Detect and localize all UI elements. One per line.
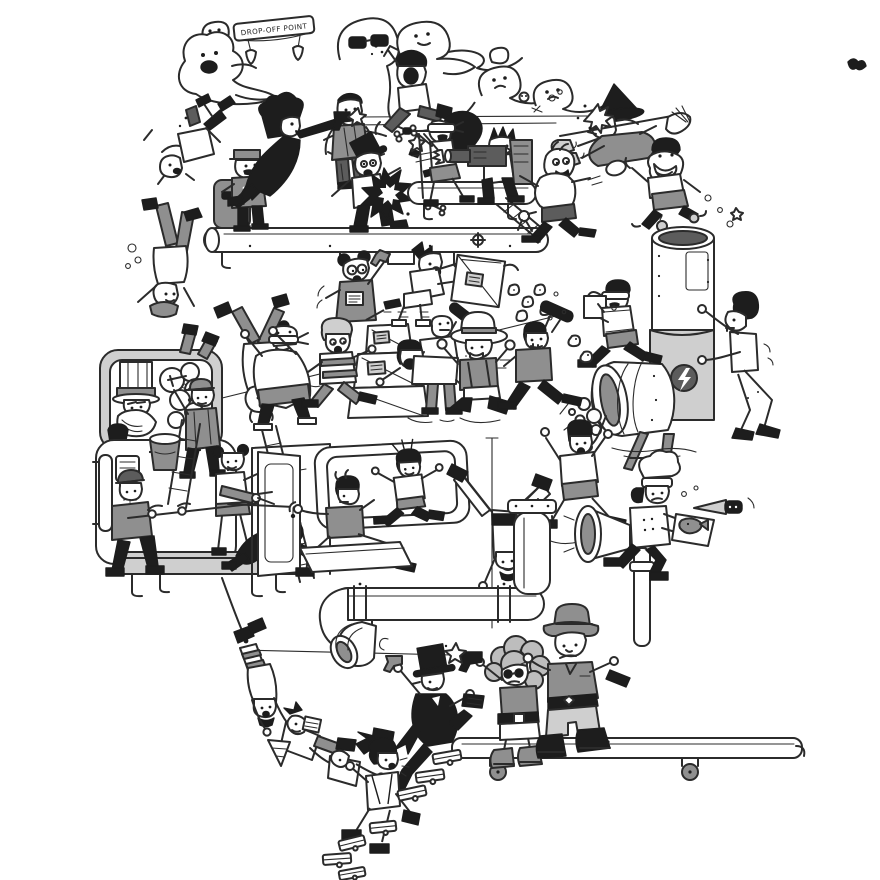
window-washer-janitor [149,375,226,509]
cowboy-grabbing-shooter [519,603,631,759]
chef-with-cutting-board [603,449,755,581]
flying-knife [693,497,755,515]
scattered-bars [321,748,463,880]
monkey-man-jumping [624,137,744,244]
floor-plank [299,541,413,573]
blindfolded-runner-with-jug [567,279,663,368]
frowning-ghosts [478,46,612,113]
window-frame-jumper [313,438,471,531]
gentleman-in-top-hat [377,637,485,793]
cowboy-hat-leaper [436,311,516,424]
flying-gun-platform [402,110,545,237]
striped-cone [267,739,291,767]
megaphone-horn [563,505,655,647]
giant-cylinder-machine [559,226,715,473]
poodle-haired-shooter [442,635,551,769]
sumo-holding-person-upside-down [213,293,317,431]
club-swinger [497,300,583,410]
misc-debris [178,44,867,315]
grappling-pair [375,302,475,424]
mohawk-jumper [370,438,446,527]
handstand-person [125,197,203,318]
tumbling-faller [143,93,236,185]
banner-tassels [245,35,304,65]
human-chain-on-rope [221,577,395,787]
striped-shirt-fleeing-woman [301,317,378,408]
woman-tossing-crate [391,241,559,327]
long-pipe-assembly [318,499,557,670]
lightning-emblem [670,364,698,392]
hair-grabbed-runner [341,731,421,854]
woman-in-black-dress-shooting [227,91,367,209]
beanie-spearman [105,469,283,577]
drop-off-point-banner: DROP-OFF POINT [232,15,316,42]
exploding-top-hat-man [331,124,448,233]
woman-pushing-cylinder [697,291,781,441]
chubby-runner [519,141,627,244]
